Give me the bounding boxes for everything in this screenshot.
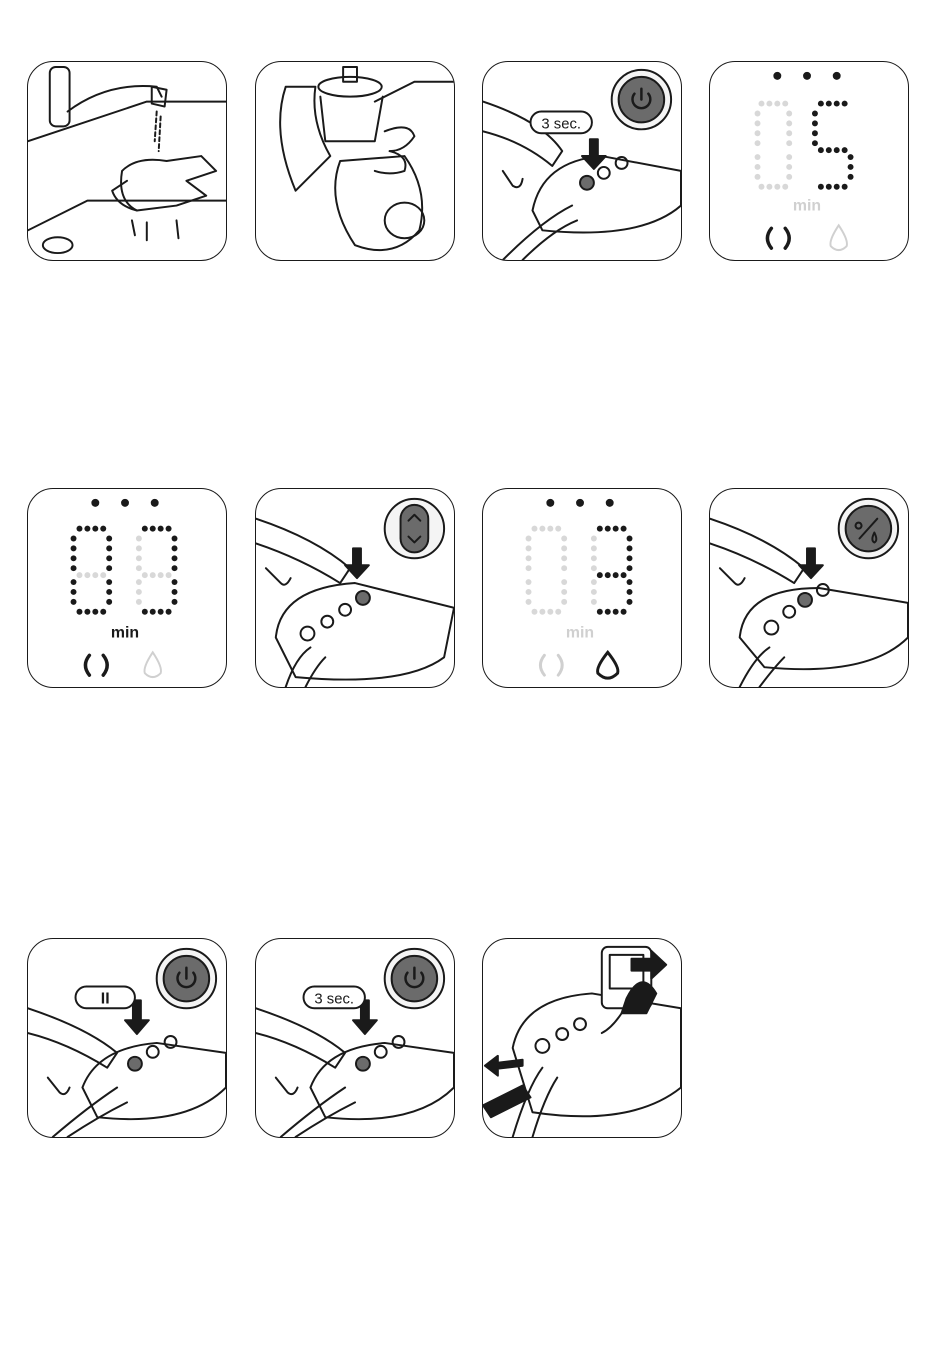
callout-pause: II xyxy=(101,990,110,1007)
step-pause: II xyxy=(27,938,227,1138)
step-power-on: 3 sec. xyxy=(482,61,682,261)
step-display-mode-switch: min xyxy=(482,488,682,688)
breast-pump-assembly-icon xyxy=(256,62,454,260)
timer-display-icon: min xyxy=(483,489,681,687)
timer-display-icon: min xyxy=(710,62,908,260)
step-power-off: 3 sec. xyxy=(255,938,455,1138)
unit-label: min xyxy=(566,625,594,642)
step-assemble-pump xyxy=(255,61,455,261)
step-adjust-level xyxy=(255,488,455,688)
pause-icon: II xyxy=(28,939,226,1137)
step-display-stimulation: min xyxy=(709,61,909,261)
power-button-icon: 3 sec. xyxy=(256,939,454,1137)
mode-switch-button-icon xyxy=(710,489,908,687)
hand-wash-icon xyxy=(28,62,226,260)
timer-display-icon: min xyxy=(28,489,226,687)
step-switch-mode xyxy=(709,488,909,688)
step-unplug xyxy=(482,938,682,1138)
up-down-button-icon xyxy=(256,489,454,687)
unplug-adapter-icon xyxy=(483,939,681,1137)
unit-label: min xyxy=(111,625,139,642)
step-display-expression: min xyxy=(27,488,227,688)
callout-3sec: 3 sec. xyxy=(541,116,581,132)
step-wash-hands xyxy=(27,61,227,261)
callout-3sec: 3 sec. xyxy=(314,991,354,1007)
unit-label: min xyxy=(793,198,821,215)
power-button-icon: 3 sec. xyxy=(483,62,681,260)
